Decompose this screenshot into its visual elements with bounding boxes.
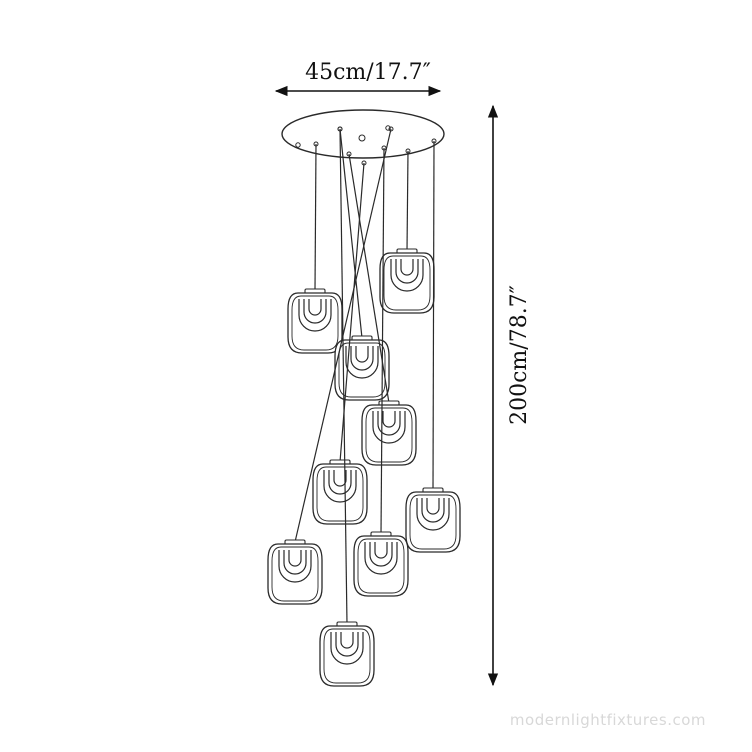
pendant-group xyxy=(267,126,461,687)
pendant-wire xyxy=(339,128,348,625)
pendant-9 xyxy=(319,126,375,687)
pendant-6 xyxy=(405,138,461,553)
pendant-wire xyxy=(406,150,409,252)
pendant-8 xyxy=(267,126,394,605)
pendant-7 xyxy=(353,145,409,597)
pendant-wire xyxy=(339,128,363,339)
height-dimension: 200cm/78.7″ xyxy=(487,104,532,687)
pendant-1 xyxy=(287,141,343,354)
pendant-wire xyxy=(432,140,435,491)
width-dimension: 45cm/17.7″ xyxy=(274,60,442,97)
height-label: 200cm/78.7″ xyxy=(507,285,532,425)
pendant-wire xyxy=(380,147,385,535)
ceiling-canopy xyxy=(281,109,445,159)
watermark-text: modernlightfixtures.com xyxy=(510,711,706,729)
pendant-4 xyxy=(346,151,417,466)
pendant-wire xyxy=(314,143,317,292)
pendant-3 xyxy=(379,148,435,314)
width-label: 45cm/17.7″ xyxy=(305,60,431,85)
